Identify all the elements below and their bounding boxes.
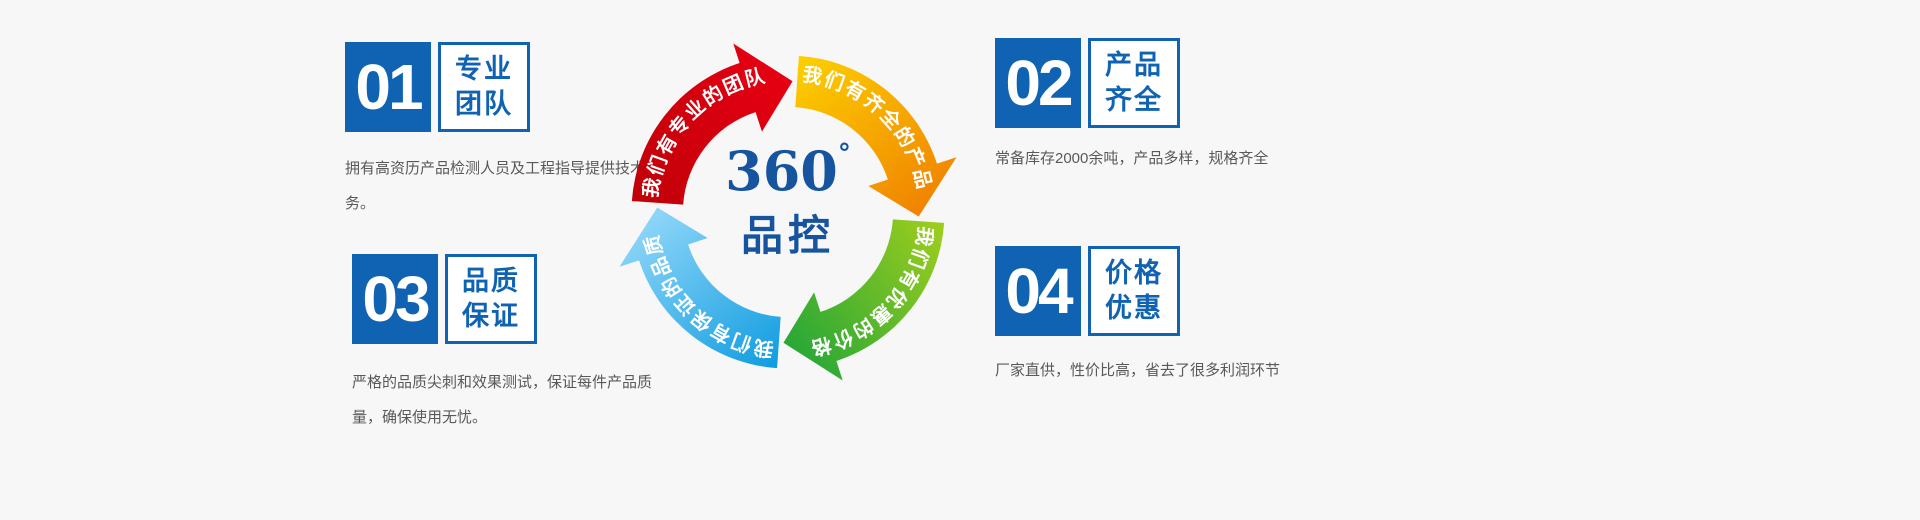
feature-title-line: 齐全 <box>1105 85 1163 115</box>
feature-team: 01 专业 团队 拥有高资历产品检测人员及工程指导提供技术服务。 <box>345 42 680 221</box>
feature-price: 04 价格 优惠 厂家直供，性价比高，省去了很多利润环节 <box>995 246 1435 389</box>
feature-title-line: 保证 <box>462 301 520 331</box>
feature-title-line: 产品 <box>1105 49 1163 80</box>
feature-quality-title: 品质 保证 <box>445 254 537 344</box>
feature-team-title: 专业 团队 <box>438 42 530 132</box>
feature-quality: 03 品质 保证 严格的品质尖刺和效果测试，保证每件产品质量，确保使用无忧。 <box>352 254 652 435</box>
feature-title-line: 专业 <box>455 53 513 84</box>
feature-products-desc: 常备库存2000余吨，产品多样，规格齐全 <box>995 150 1269 167</box>
feature-quality-desc: 严格的品质尖刺和效果测试，保证每件产品质量，确保使用无忧。 <box>352 374 653 426</box>
feature-quality-badge: 03 品质 保证 <box>352 254 652 344</box>
cycle-diagram: 我们有专业的团队 我们有齐全的产品 我们有优惠的价格 我们有保证的品质 360°… <box>582 6 994 418</box>
feature-products: 02 产品 齐全 常备库存2000余吨，产品多样，规格齐全 <box>995 38 1435 177</box>
feature-price-desc: 厂家直供，性价比高，省去了很多利润环节 <box>995 362 1281 379</box>
feature-products-number: 02 <box>995 38 1081 128</box>
feature-title-line: 团队 <box>455 89 513 119</box>
feature-price-number: 04 <box>995 246 1081 336</box>
feature-team-badge: 01 专业 团队 <box>345 42 680 132</box>
cycle-diagram-svg: 我们有专业的团队 我们有齐全的产品 我们有优惠的价格 我们有保证的品质 <box>619 43 957 381</box>
feature-title-line: 价格 <box>1105 257 1163 288</box>
feature-price-badge: 04 价格 优惠 <box>995 246 1435 336</box>
feature-title-line: 品质 <box>462 265 520 296</box>
feature-products-title: 产品 齐全 <box>1088 38 1180 128</box>
feature-products-badge: 02 产品 齐全 <box>995 38 1435 128</box>
feature-team-number: 01 <box>345 42 431 132</box>
feature-quality-number: 03 <box>352 254 438 344</box>
feature-team-desc: 拥有高资历产品检测人员及工程指导提供技术服务。 <box>345 160 661 212</box>
feature-price-title: 价格 优惠 <box>1088 246 1180 336</box>
feature-title-line: 优惠 <box>1105 293 1163 323</box>
